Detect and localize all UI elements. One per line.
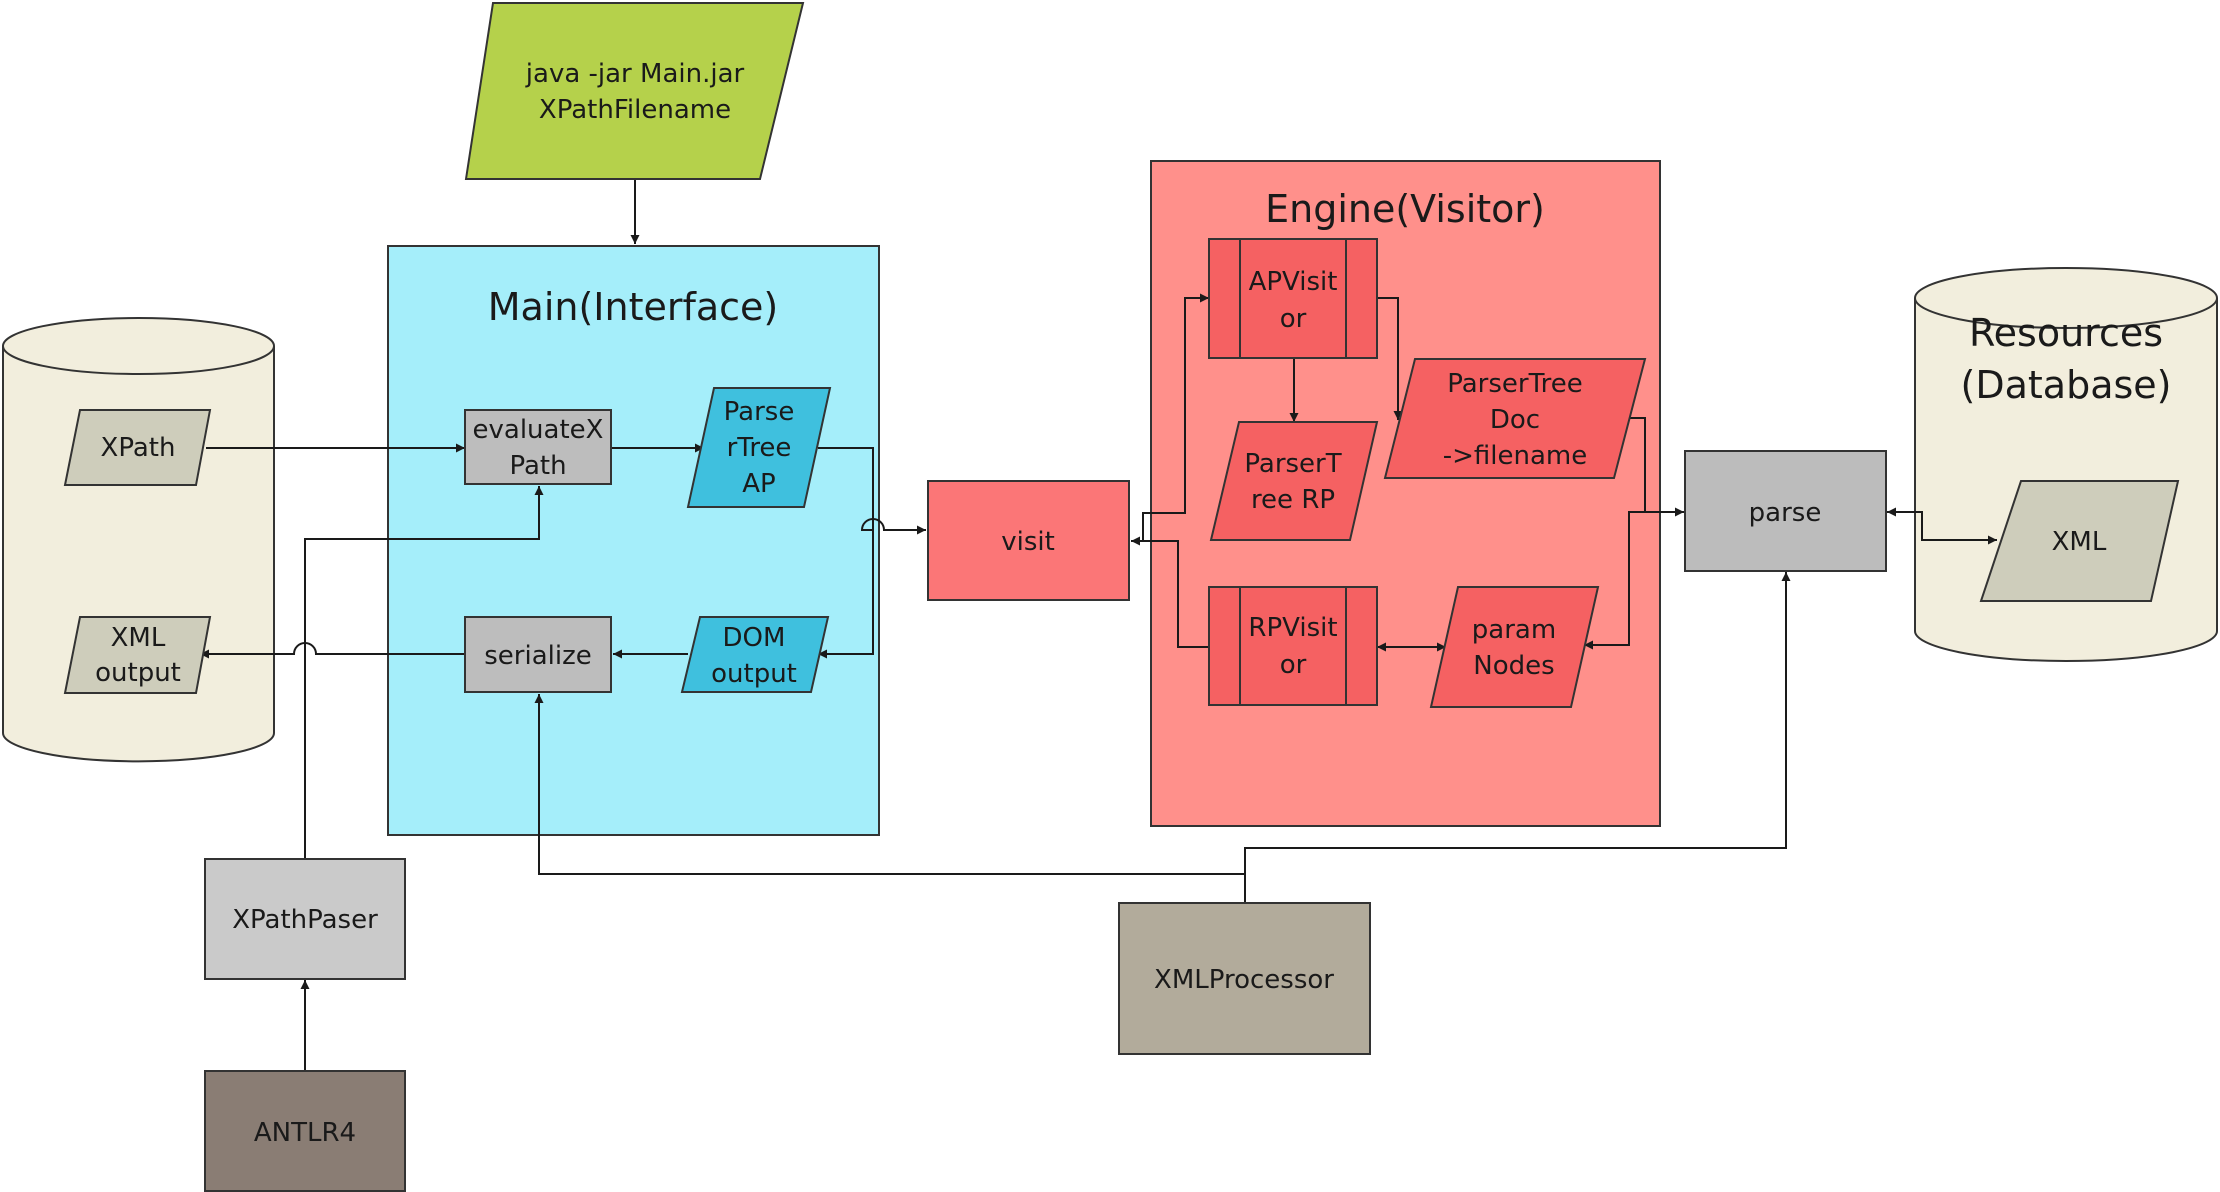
serialize-node[interactable]: serialize: [464, 616, 612, 693]
xml-resource-label: XML: [2052, 527, 2107, 557]
edge-visit-to-domoutput: [818, 530, 874, 659]
antlr-node[interactable]: ANTLR4: [204, 1070, 406, 1192]
parse-tree-ap-line3: AP: [742, 469, 775, 499]
parse-node[interactable]: parse: [1684, 450, 1887, 572]
command-line1: java -jar Main.jar: [525, 59, 745, 89]
rp-visitor-node[interactable]: RPVisit or: [1208, 586, 1378, 706]
antlr-label: ANTLR4: [254, 1118, 356, 1148]
param-nodes-line2: Nodes: [1473, 651, 1554, 681]
edge-xpathpaser-to-evaluate: [304, 486, 544, 858]
edge-visit-apvisitor: [1131, 293, 1209, 546]
parser-tree-doc-line1: ParserTree: [1447, 369, 1583, 399]
visit-label: visit: [1001, 527, 1055, 557]
ap-visitor-line1: APVisit: [1249, 267, 1338, 297]
serialize-label: serialize: [484, 641, 591, 671]
xpathpaser-label: XPathPaser: [232, 905, 378, 935]
edge-parsetree-to-visit: [818, 447, 926, 535]
param-nodes-node[interactable]: param Nodes: [1429, 586, 1600, 708]
parser-tree-doc-line3: ->filename: [1443, 441, 1588, 471]
xml-resource-node[interactable]: XML: [1979, 480, 2180, 602]
parser-tree-rp-line2: ree RP: [1251, 485, 1335, 515]
parse-tree-ap-node[interactable]: Parse rTree AP: [686, 387, 832, 508]
xml-output-line1: XML: [111, 623, 166, 653]
resources-title-line2: (Database): [1961, 363, 2172, 407]
xml-output-line2: output: [95, 658, 181, 688]
command-node[interactable]: java -jar Main.jar XPathFilename: [464, 2, 805, 180]
xmlprocessor-node[interactable]: XMLProcessor: [1118, 902, 1371, 1055]
edge-parse-xml: [1887, 507, 1997, 545]
xpathpaser-node[interactable]: XPathPaser: [204, 858, 406, 980]
visit-node[interactable]: visit: [927, 480, 1130, 601]
edge-apvisitor-to-doc: [1377, 297, 1403, 420]
rp-visitor-line1: RPVisit: [1248, 613, 1337, 643]
parse-tree-ap-line1: Parse: [724, 397, 795, 427]
dom-output-line2: output: [711, 659, 797, 689]
command-line2: XPathFilename: [539, 95, 731, 125]
parser-tree-rp-node[interactable]: ParserT ree RP: [1209, 421, 1379, 541]
edge-xmlprocessor-to-parse: [1244, 572, 1791, 874]
rp-visitor-line2: or: [1280, 650, 1307, 680]
param-nodes-line1: param: [1472, 615, 1556, 645]
engine-title: Engine(Visitor): [1265, 187, 1545, 231]
edge-paramnodes-to-parse: [1584, 511, 1645, 650]
parse-tree-ap-line2: rTree: [727, 433, 792, 463]
resources-database-cylinder[interactable]: Resources (Database): [1914, 267, 2218, 662]
edge-doc-to-parse: [1630, 417, 1684, 517]
xpath-label: XPath: [101, 433, 176, 463]
parse-label: parse: [1749, 498, 1822, 528]
ap-visitor-node[interactable]: APVisit or: [1208, 238, 1378, 359]
resources-title-line1: Resources: [1969, 311, 2163, 355]
io-database-cylinder[interactable]: [2, 317, 275, 763]
main-container[interactable]: Main(Interface): [387, 245, 880, 836]
xpath-node[interactable]: XPath: [63, 409, 212, 486]
ap-visitor-line2: or: [1280, 304, 1307, 334]
parser-tree-doc-line2: Doc: [1490, 405, 1540, 435]
parser-tree-doc-node[interactable]: ParserTree Doc ->filename: [1383, 358, 1647, 479]
edge-xmlprocessor-to-serialize: [534, 694, 1246, 903]
main-title: Main(Interface): [488, 285, 779, 329]
dom-output-node[interactable]: DOM output: [680, 616, 830, 693]
parser-tree-rp-line1: ParserT: [1244, 449, 1341, 479]
evaluate-line1: evaluateX: [473, 415, 604, 445]
xml-output-node[interactable]: XML output: [63, 616, 212, 694]
dom-output-line1: DOM: [723, 623, 786, 653]
evaluate-xpath-node[interactable]: evaluateX Path: [464, 409, 612, 485]
xmlprocessor-label: XMLProcessor: [1154, 965, 1334, 995]
edge-visit-rpvisitor: [1143, 540, 1209, 648]
connectors: [200, 179, 1997, 1070]
evaluate-line2: Path: [509, 451, 566, 481]
